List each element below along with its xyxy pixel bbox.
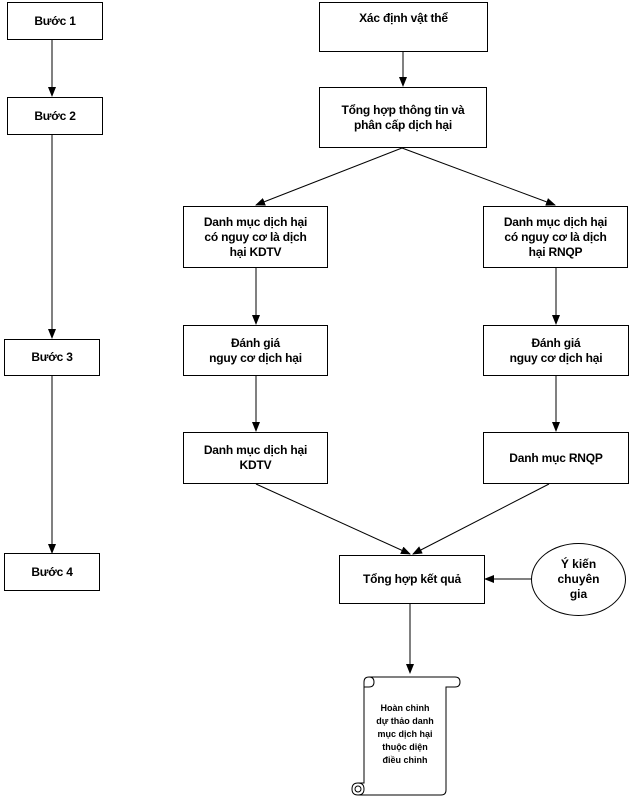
step-4-label: Bước 4 (31, 564, 73, 579)
list-kdtv-label: Danh mục dịch hại có nguy cơ là dịch hại… (203, 214, 308, 259)
identify-label: Xác định vật thể (359, 11, 448, 25)
step-1-box: Bước 1 (7, 2, 103, 40)
result-kdtv-label: Danh mục dịch hại KDTV (203, 443, 308, 472)
step-3-label: Bước 3 (31, 350, 73, 364)
result-kdtv-box: Danh mục dịch hại KDTV (183, 432, 328, 484)
expert-label: Ý kiến chuyên gia (557, 557, 600, 601)
result-rnqp-label: Danh mục RNQP (509, 450, 603, 465)
list-kdtv-box: Danh mục dịch hại có nguy cơ là dịch hại… (183, 206, 328, 268)
arrow-result-left-summary (255, 483, 411, 555)
scroll-shape (351, 676, 461, 796)
list-rnqp-label: Danh mục dịch hại có nguy cơ là dịch hại… (503, 214, 608, 259)
summary-label: Tổng hợp kết quả (363, 572, 461, 586)
aggregate-box: Tổng hợp thông tin và phân cấp dịch hại (319, 87, 487, 148)
list-rnqp-box: Danh mục dịch hại có nguy cơ là dịch hại… (483, 206, 628, 268)
arrow-aggregate-kdtv (255, 147, 403, 206)
assess-right-label: Đánh giá nguy cơ dịch hại (509, 335, 603, 365)
assess-right-box: Đánh giá nguy cơ dịch hại (483, 325, 629, 376)
step-4-box: Bước 4 (4, 553, 100, 591)
result-rnqp-box: Danh mục RNQP (483, 432, 629, 484)
identify-box: Xác định vật thể (319, 2, 488, 52)
step-1-label: Bước 1 (34, 13, 76, 28)
assess-left-box: Đánh giá nguy cơ dịch hại (183, 325, 328, 376)
final-label: Hoàn chỉnh dự thảo danh mục dịch hại thu… (376, 703, 434, 765)
assess-left-label: Đánh giá nguy cơ dịch hại (209, 335, 302, 365)
step-2-label: Bước 2 (34, 108, 76, 123)
step-3-box: Bước 3 (4, 339, 100, 376)
aggregate-label: Tổng hợp thông tin và phân cấp dịch hại (341, 102, 465, 132)
step-2-box: Bước 2 (7, 97, 103, 135)
arrow-result-right-summary (412, 483, 550, 555)
arrow-aggregate-rnqp (401, 147, 556, 206)
summary-box: Tổng hợp kết quả (339, 555, 485, 604)
expert-ellipse: Ý kiến chuyên gia (531, 543, 626, 616)
